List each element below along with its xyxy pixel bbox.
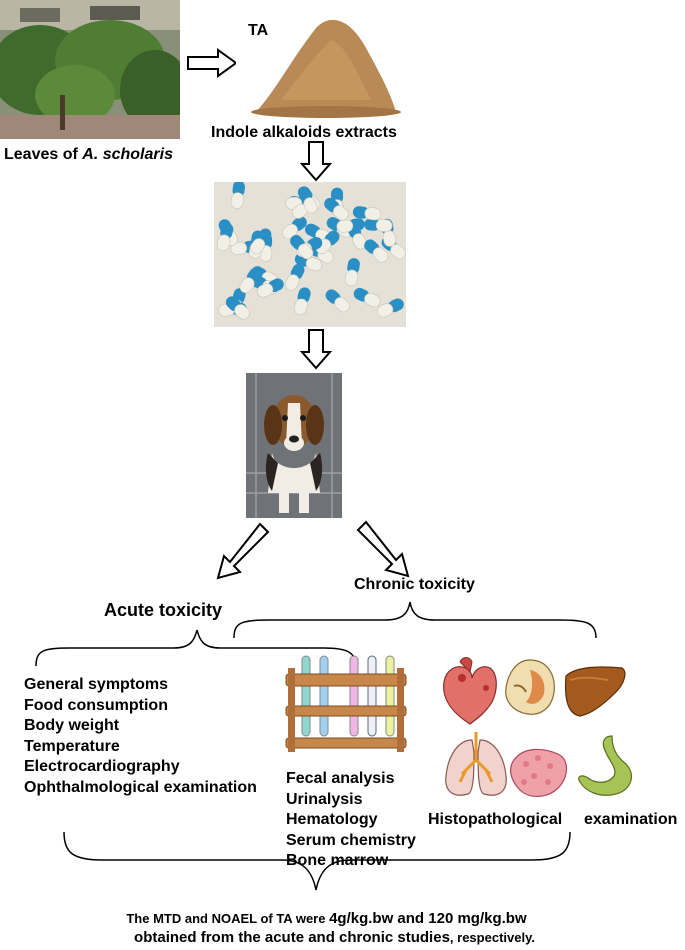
arrow-down-right-icon — [356, 520, 410, 578]
list-item: Temperature — [24, 737, 120, 755]
capsule-icon — [353, 287, 381, 308]
acute-toxicity-title: Acute toxicity — [104, 600, 223, 620]
summary-brace — [63, 831, 571, 891]
list-item: Ophthalmological examination — [24, 778, 257, 796]
kidney-icon — [505, 659, 555, 715]
capsule-icon — [364, 218, 393, 232]
list-item: Hematology — [286, 811, 378, 828]
capsule-icon — [377, 298, 404, 318]
histo-label-b: examination — [584, 811, 678, 828]
capsule-icon — [325, 289, 350, 313]
arrow-down-icon — [299, 329, 333, 370]
histo-label-a: Histopathological — [428, 811, 563, 828]
list-item: General symptoms — [24, 676, 169, 693]
leaves-label: Leaves of A. scholaris — [4, 146, 173, 164]
arrow-down-left-icon — [216, 522, 270, 580]
capsule-icon — [216, 223, 234, 251]
list-item: Body weight — [24, 717, 120, 734]
leaves-photo — [0, 0, 180, 139]
list-item: Electrocardiography — [24, 758, 180, 775]
beagle-photo — [246, 373, 342, 518]
arrow-down-icon — [299, 141, 333, 182]
conclusion-line-2b: , respectively. — [449, 930, 535, 945]
capsule-icon — [364, 239, 389, 263]
list-item: Bone marrow — [286, 852, 389, 869]
capsule-icon — [239, 267, 262, 294]
extract-label: Indole alkaloids extracts — [211, 124, 397, 141]
capsule-icon — [294, 287, 311, 316]
list-item: Urinalysis — [286, 790, 363, 808]
leaves-label-prefix: Leaves of — [4, 146, 83, 163]
capsule-icon — [230, 182, 245, 209]
capsule-icon — [352, 206, 382, 221]
list-item: Food consumption — [24, 696, 168, 714]
capsule-icon — [336, 218, 365, 233]
acute-brace — [35, 629, 357, 667]
capsule-icon — [282, 216, 307, 239]
powder-photo — [236, 0, 406, 120]
conclusion-line-1a: The MTD and NOAEL of TA were — [126, 911, 330, 926]
list-item: Fecal analysis — [286, 770, 395, 787]
test-tube-rack-icon — [285, 655, 407, 752]
chronic-items-list: Fecal analysis Urinalysis Hematology Ser… — [286, 769, 416, 872]
capsule-icon — [324, 197, 349, 221]
capsule-icon — [225, 296, 250, 320]
arrow-right-icon — [187, 48, 238, 78]
capsules-photo — [214, 182, 406, 327]
powder-tag: TA — [248, 22, 269, 39]
conclusion-line-2a: obtained from the acute and chronic stud… — [134, 929, 450, 946]
list-item: Serum chemistry — [286, 831, 416, 849]
chronic-brace — [233, 601, 597, 639]
capsule-icon — [256, 278, 284, 298]
capsule-icon — [250, 228, 272, 255]
stomach-icon — [578, 735, 633, 796]
conclusion-line-2: obtained from the acute and chronic stud… — [0, 929, 677, 946]
heart-icon — [443, 657, 497, 725]
leaves-label-species: A. scholaris — [82, 146, 173, 163]
conclusion-line-1b: 4g/kg.bw and 120 mg/kg.bw — [329, 910, 527, 927]
liver-icon — [564, 666, 626, 717]
conclusion-line-1: The MTD and NOAEL of TA were 4g/kg.bw an… — [0, 910, 669, 927]
acute-items-list: General symptoms Food consumption Body w… — [24, 675, 257, 798]
lungs-icon — [445, 732, 507, 796]
capsule-icon — [285, 263, 305, 291]
capsule-icon — [344, 258, 360, 287]
chronic-toxicity-title: Chronic toxicity — [354, 576, 475, 593]
capsule-icon — [290, 235, 314, 260]
pancreas-icon — [510, 748, 568, 797]
capsule-icon — [298, 186, 318, 214]
